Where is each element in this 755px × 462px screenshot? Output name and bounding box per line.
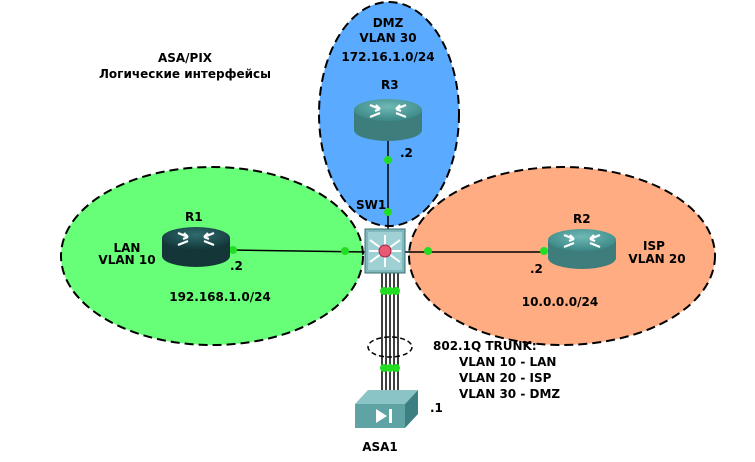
lan-name-label: LAN [113,241,141,255]
trunk-marker [367,336,413,358]
router-r1-icon[interactable] [162,227,230,267]
diagram-title: ASA/PIX [157,51,213,65]
router-r3-icon[interactable] [354,99,422,141]
r3-address: .2 [400,146,413,160]
asa1-address: .1 [430,401,443,415]
lan-subnet-label: 192.168.1.0/24 [169,290,271,304]
trunk-line-vlan20: VLAN 20 - ISP [459,371,552,385]
dmz-name-label: DMZ [372,16,404,30]
r2-label: R2 [573,212,591,226]
dmz-vlan-label: VLAN 30 [359,31,417,45]
dmz-subnet-label: 172.16.1.0/24 [341,50,435,64]
router-r2-icon[interactable] [548,229,616,269]
r1-label: R1 [185,210,203,224]
r2-address: .2 [530,262,543,276]
lan-vlan-label: VLAN 10 [98,253,156,267]
asa1-label: ASA1 [362,440,398,454]
switch-sw1-icon[interactable] [364,228,406,274]
isp-subnet-label: 10.0.0.0/24 [521,295,599,309]
trunk-line-vlan10: VLAN 10 - LAN [459,355,557,369]
diagram-subtitle: Логические интерфейсы [98,67,272,81]
r3-label: R3 [381,78,399,92]
isp-vlan-label: VLAN 20 [628,252,686,266]
link-dots [229,156,548,372]
isp-name-label: ISP [643,239,665,253]
asa1-icon[interactable] [355,390,418,428]
r1-address: .2 [230,259,243,273]
sw1-label: SW1 [356,198,387,212]
trunk-title: 802.1Q TRUNK: [433,339,537,353]
trunk-line-vlan30: VLAN 30 - DMZ [459,387,561,401]
